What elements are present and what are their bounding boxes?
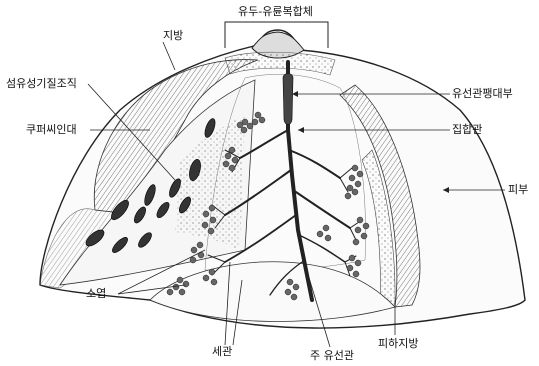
label-main-duct: 주 유선관 bbox=[310, 350, 354, 362]
label-subcutaneous-fat: 피하지방 bbox=[378, 338, 418, 350]
label-coopers-ligament: 쿠퍼씨인대 bbox=[26, 124, 77, 136]
label-fibrous-tissue: 섬유성기질조직 bbox=[6, 78, 77, 90]
label-ductule: 세관 bbox=[212, 346, 232, 358]
label-lobule: 소엽 bbox=[86, 288, 106, 300]
label-skin: 피부 bbox=[508, 184, 528, 196]
label-ductal-dilatation: 유선관팽대부 bbox=[452, 88, 513, 100]
label-collecting-duct: 집합관 bbox=[452, 124, 482, 136]
label-fat: 지방 bbox=[163, 30, 183, 42]
label-nipple-areola-complex: 유두-유륜복합체 bbox=[238, 6, 313, 18]
ductal-dilatation-shape bbox=[283, 74, 293, 125]
